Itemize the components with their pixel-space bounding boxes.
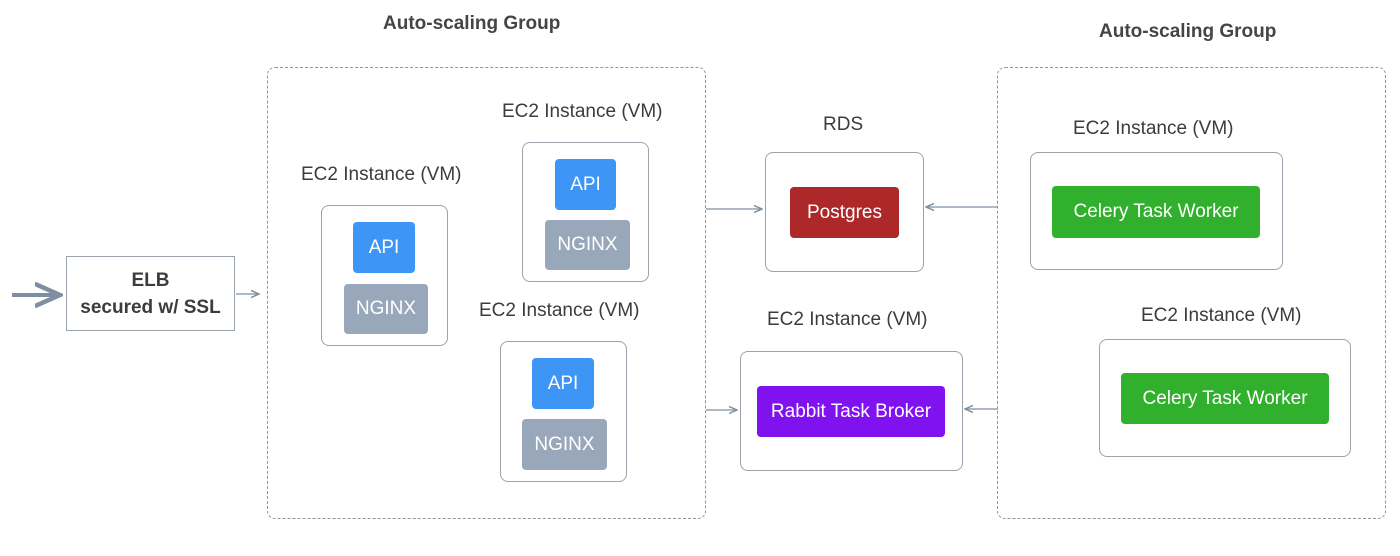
postgres-chip: Postgres xyxy=(790,187,899,238)
broker-instance-label: EC2 Instance (VM) xyxy=(767,309,928,330)
rds-label: RDS xyxy=(823,114,864,135)
nginx-chip-2: NGINX xyxy=(545,220,630,270)
auto-scaling-group-api xyxy=(267,67,706,519)
nginx-chip-1: NGINX xyxy=(344,284,428,334)
instance-label-api-1: EC2 Instance (VM) xyxy=(301,164,462,185)
api-chip-2: API xyxy=(555,159,616,210)
api-chip-3: API xyxy=(532,358,594,409)
nginx-chip-3: NGINX xyxy=(522,419,607,470)
elb-node: ELB secured w/ SSL xyxy=(66,256,235,331)
elb-title: ELB xyxy=(131,269,170,291)
celery-worker-chip-1: Celery Task Worker xyxy=(1052,186,1260,238)
group-title-api: Auto-scaling Group xyxy=(383,13,561,34)
group-title-workers: Auto-scaling Group xyxy=(1099,21,1277,42)
rabbit-broker-chip: Rabbit Task Broker xyxy=(757,386,945,437)
instance-label-api-3: EC2 Instance (VM) xyxy=(479,300,640,321)
api-chip-1: API xyxy=(353,222,415,273)
auto-scaling-group-workers xyxy=(997,67,1386,519)
elb-subtitle: secured w/ SSL xyxy=(80,296,221,318)
worker-instance-label-1: EC2 Instance (VM) xyxy=(1073,118,1234,139)
worker-instance-label-2: EC2 Instance (VM) xyxy=(1141,305,1302,326)
celery-worker-chip-2: Celery Task Worker xyxy=(1121,373,1329,424)
instance-label-api-2: EC2 Instance (VM) xyxy=(502,101,663,122)
